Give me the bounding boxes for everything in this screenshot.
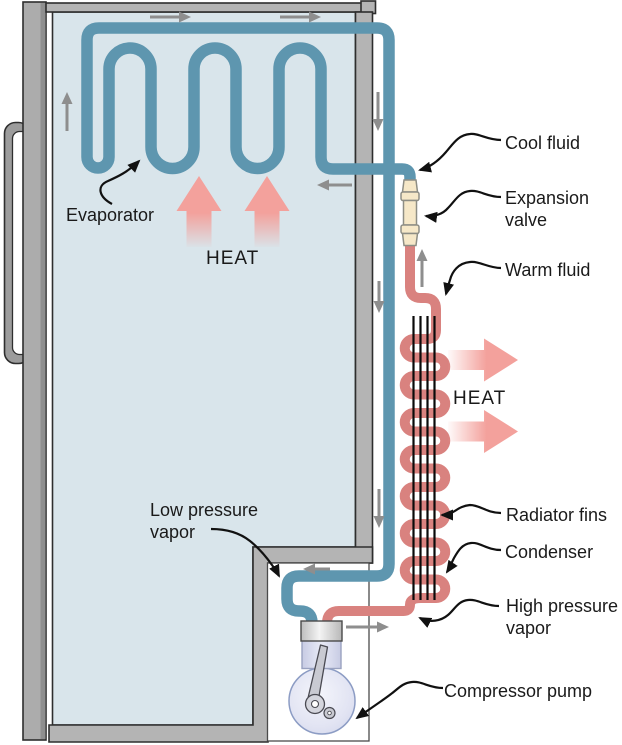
leader-condenser [445, 541, 502, 574]
label-warm-fluid: Warm fluid [505, 260, 590, 280]
flow-arrows [61, 11, 428, 633]
flow-arrow-discharge-right [346, 621, 389, 633]
compressor-crank [304, 644, 336, 720]
leader-compressor-pump [355, 680, 444, 720]
label-evaporator: Evaporator [66, 205, 154, 225]
flow-arrow-return-down-1 [372, 92, 384, 131]
flow-arrow-suction-left [303, 563, 330, 575]
leader-expansion-valve [424, 189, 502, 223]
flow-arrow-coil-inlet-left [317, 179, 352, 191]
heat-arrows-exterior [448, 338, 518, 453]
label-radiator-fins: Radiator fins [506, 505, 607, 525]
label-expansion-valve-line2: valve [505, 210, 547, 230]
heat-up-arrow-icon [176, 176, 222, 247]
label-low-pressure-line1: Low pressure [150, 500, 258, 520]
door-edge-shading [40, 3, 46, 739]
leader-high-pressure-vapor [418, 598, 500, 628]
flow-arrow-return-down-3 [373, 489, 385, 528]
label-high-pressure-line1: High pressure [506, 596, 618, 616]
leader-radiator-fins [440, 503, 502, 521]
radiator-fins [412, 316, 436, 600]
refrigerator-door [22, 1, 47, 741]
valve-top-neck [401, 179, 419, 193]
valve-top-flange [400, 191, 420, 202]
heat-right-arrow-icon [448, 338, 518, 382]
right-wall [354, 11, 374, 564]
label-cool-fluid: Cool fluid [505, 133, 580, 153]
leader-low-pressure-vapor [210, 527, 280, 578]
compressor-pump [288, 620, 356, 735]
valve-bottom-flange [400, 224, 420, 235]
valve-body [402, 199, 418, 226]
leader-warm-fluid [443, 260, 502, 296]
flow-arrow-top-right-1 [150, 11, 191, 23]
heat-right-arrow-icon [448, 410, 518, 453]
label-heat-interior: HEAT [206, 248, 259, 269]
flow-arrow-top-right-2 [280, 11, 321, 23]
valve-bottom-neck [401, 232, 419, 247]
leader-lines [99, 132, 502, 720]
top-frame-bar [45, 2, 365, 13]
heat-up-arrow-icon [244, 176, 290, 247]
flow-arrow-return-down-2 [373, 281, 385, 313]
compressor-cap [300, 620, 343, 642]
labels: Evaporator HEAT Cool fluid Expansion val… [66, 133, 618, 701]
crank-wheel-hub [310, 699, 320, 709]
label-compressor-pump: Compressor pump [444, 681, 592, 701]
flow-arrow-warm-up [416, 249, 428, 287]
flow-arrow-left-up [61, 92, 73, 131]
crank-pin-hub [327, 710, 332, 716]
leader-cool-fluid [418, 132, 502, 173]
heat-arrows-interior [176, 176, 290, 247]
leader-evaporator [99, 159, 141, 205]
bottom-frame-step [48, 546, 374, 743]
label-expansion-valve-line1: Expansion [505, 188, 589, 208]
evaporator-coil-pipe [81, 22, 416, 632]
label-high-pressure-line2: vapor [506, 618, 551, 638]
label-heat-exterior: HEAT [453, 388, 506, 409]
expansion-valve [400, 179, 420, 247]
label-condenser: Condenser [505, 542, 593, 562]
refrigerator-body [3, 0, 377, 743]
label-low-pressure-line2: vapor [150, 522, 195, 542]
